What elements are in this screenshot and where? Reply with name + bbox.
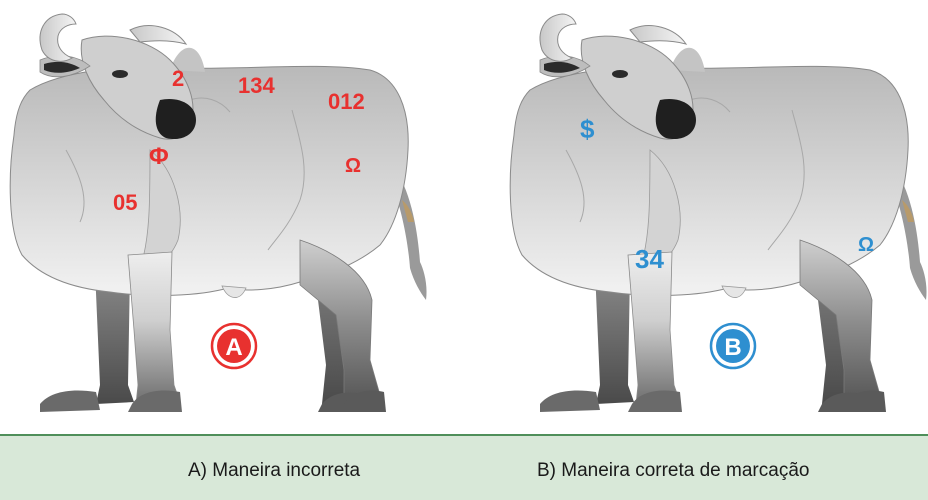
mark-b-34: 34 bbox=[635, 244, 664, 274]
mark-a-2: 2 bbox=[172, 66, 184, 91]
caption-correct: B) Maneira correta de marcação bbox=[537, 460, 809, 482]
badge-a-label: A bbox=[225, 334, 242, 361]
mark-a-05: 05 bbox=[113, 190, 137, 215]
mark-a-phi: Φ bbox=[149, 143, 169, 170]
mark-b-dollar: $ bbox=[580, 114, 595, 144]
mark-a-omega: Ω bbox=[345, 155, 361, 177]
mark-a-134: 134 bbox=[238, 73, 275, 98]
mark-a-012: 012 bbox=[328, 89, 365, 114]
caption-incorrect: A) Maneira incorreta bbox=[188, 460, 360, 482]
badge-a: A bbox=[212, 324, 256, 368]
badge-b: B bbox=[711, 324, 755, 368]
mark-b-omega: Ω bbox=[858, 234, 874, 256]
badge-b-label: B bbox=[724, 334, 741, 361]
